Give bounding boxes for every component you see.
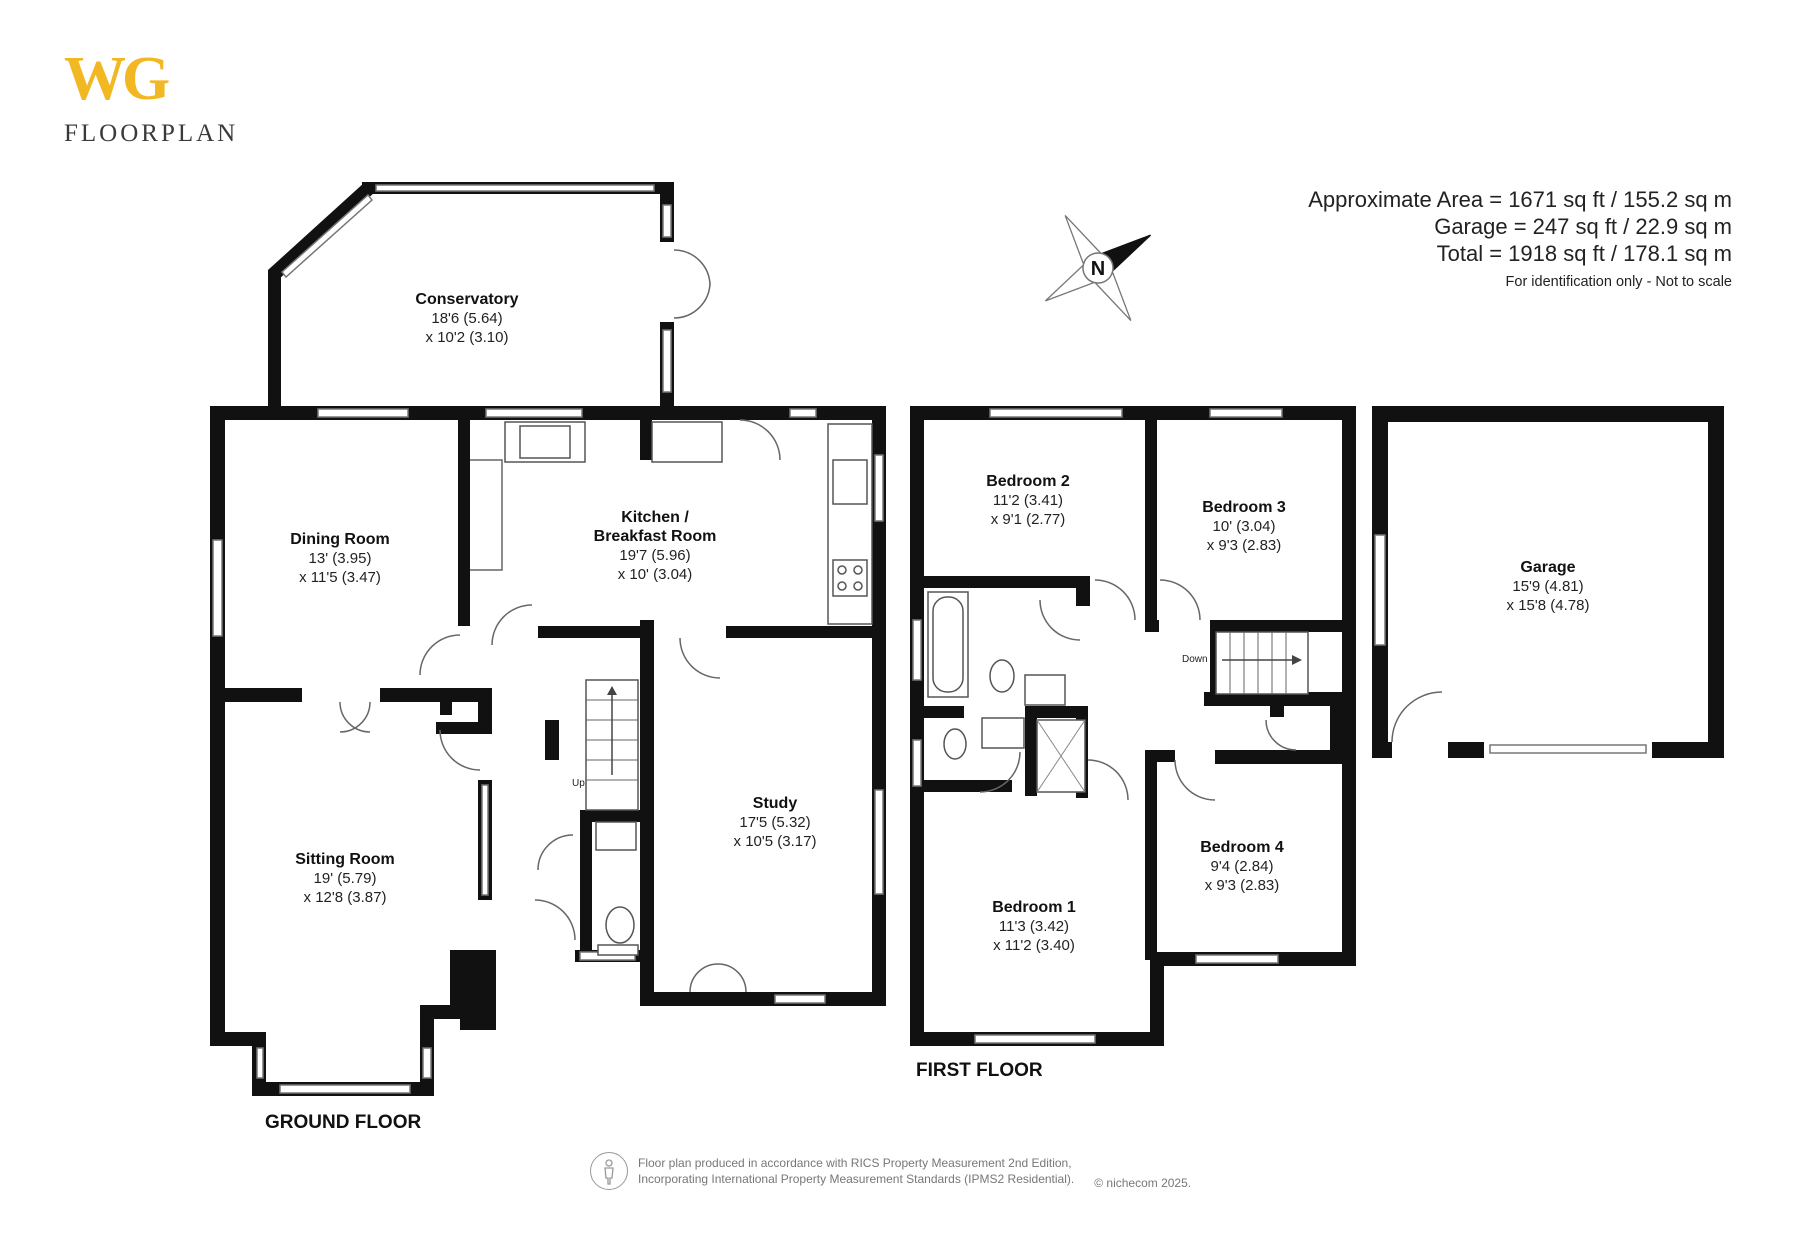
svg-text:x 9'3 (2.83): x 9'3 (2.83) [1207,537,1282,554]
svg-text:19'7 (5.96): 19'7 (5.96) [619,547,690,564]
footer: Floor plan produced in accordance with R… [590,1152,1191,1190]
room-dining: Dining Room 13' (3.95) x 11'5 (3.47) [290,531,390,586]
ground-floor-label: GROUND FLOOR [265,1112,421,1133]
svg-text:11'2 (3.41): 11'2 (3.41) [993,492,1063,509]
room-bedroom-2: Bedroom 2 11'2 (3.41) x 9'1 (2.77) [986,473,1070,528]
identification-note: For identification only - Not to scale [1505,274,1732,290]
room-conservatory: Conservatory 18'6 (5.64) x 10'2 (3.10) [415,291,518,346]
svg-text:x 9'3 (2.83): x 9'3 (2.83) [1205,877,1280,894]
compass-label: N [1091,258,1105,280]
brand-logo: WG FLOORPLAN [64,48,238,148]
measurement-person-icon [590,1152,628,1190]
footer-line-2: Incorporating International Property Mea… [638,1172,1075,1186]
svg-text:9'4 (2.84): 9'4 (2.84) [1211,858,1274,875]
area-summary: Approximate Area = 1671 sq ft / 155.2 sq… [1308,186,1732,290]
garage-plan [1372,406,1724,758]
svg-text:19' (5.79): 19' (5.79) [314,870,377,887]
first-floor-plan: Down [910,406,1356,1046]
svg-text:Bedroom 4: Bedroom 4 [1200,839,1284,856]
stairs-up-label: Up [572,778,585,789]
svg-text:Dining Room: Dining Room [290,531,390,548]
svg-text:x 10'5 (3.17): x 10'5 (3.17) [734,833,817,850]
svg-text:Conservatory: Conservatory [415,291,518,308]
svg-text:x 9'1 (2.77): x 9'1 (2.77) [991,511,1066,528]
first-floor-stairs: Down [1182,631,1309,695]
svg-text:15'9 (4.81): 15'9 (4.81) [1512,578,1583,595]
room-sitting: Sitting Room 19' (5.79) x 12'8 (3.87) [295,851,395,906]
svg-text:Garage: Garage [1520,559,1575,576]
footer-line-1: Floor plan produced in accordance with R… [638,1156,1072,1170]
room-garage: Garage 15'9 (4.81) x 15'8 (4.78) [1507,559,1590,614]
svg-text:Sitting Room: Sitting Room [295,851,395,868]
svg-text:x 12'8 (3.87): x 12'8 (3.87) [304,889,387,906]
svg-text:13' (3.95): 13' (3.95) [309,550,372,567]
ground-floor-plan: Up [210,182,886,1096]
svg-text:Bedroom 1: Bedroom 1 [992,899,1076,916]
brand-subtitle: FLOORPLAN [64,120,239,147]
compass-icon: N [1044,214,1152,322]
svg-text:x 10'2 (3.10): x 10'2 (3.10) [426,329,509,346]
svg-text:Bedroom 2: Bedroom 2 [986,473,1070,490]
stairs-down-label: Down [1182,654,1208,665]
svg-text:x 11'2 (3.40): x 11'2 (3.40) [993,937,1075,954]
room-kitchen: Kitchen / Breakfast Room 19'7 (5.96) x 1… [594,509,717,583]
svg-text:x 11'5 (3.47): x 11'5 (3.47) [299,569,381,586]
room-bedroom-1: Bedroom 1 11'3 (3.42) x 11'2 (3.40) [992,899,1076,954]
svg-text:x 15'8 (4.78): x 15'8 (4.78) [1507,597,1590,614]
svg-text:Breakfast Room: Breakfast Room [594,528,717,545]
svg-text:17'5 (5.32): 17'5 (5.32) [739,814,810,831]
svg-text:Study: Study [753,795,798,812]
footer-text: Floor plan produced in accordance with R… [638,1155,1074,1187]
first-floor-label: FIRST FLOOR [916,1060,1043,1081]
garage-area: Garage = 247 sq ft / 22.9 sq m [1434,214,1732,239]
svg-text:Bedroom 3: Bedroom 3 [1202,499,1286,516]
svg-text:11'3 (3.42): 11'3 (3.42) [999,918,1069,935]
svg-text:x 10' (3.04): x 10' (3.04) [618,566,693,583]
footer-copyright: © nichecom 2025. [1094,1176,1192,1190]
ground-stairs: Up [572,679,639,811]
svg-text:10' (3.04): 10' (3.04) [1213,518,1276,535]
approximate-area: Approximate Area = 1671 sq ft / 155.2 sq… [1308,187,1732,212]
total-area: Total = 1918 sq ft / 178.1 sq m [1436,241,1732,266]
room-bedroom-4: Bedroom 4 9'4 (2.84) x 9'3 (2.83) [1200,839,1284,894]
room-bedroom-3: Bedroom 3 10' (3.04) x 9'3 (2.83) [1202,499,1286,554]
room-study: Study 17'5 (5.32) x 10'5 (3.17) [734,795,817,850]
brand-mark: WG [64,45,170,113]
svg-text:18'6 (5.64): 18'6 (5.64) [431,310,502,327]
svg-text:Kitchen /: Kitchen / [621,509,689,526]
